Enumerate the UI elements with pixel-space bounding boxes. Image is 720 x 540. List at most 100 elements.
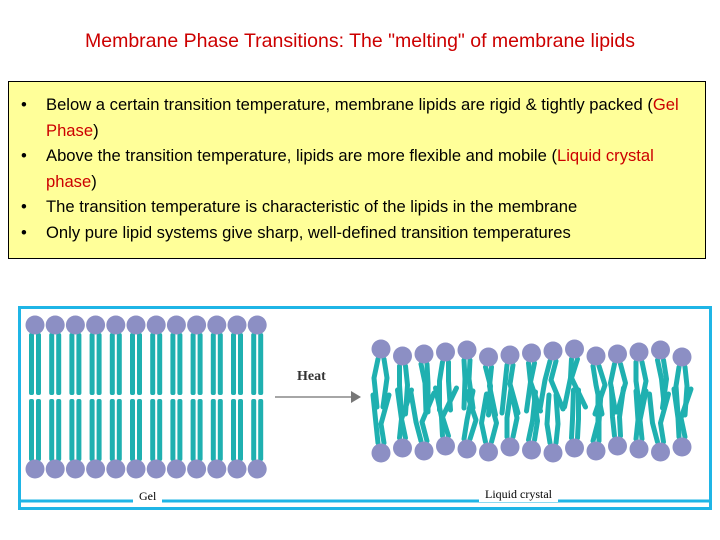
- gel-lipid: [227, 399, 247, 479]
- lipid-head: [565, 339, 584, 359]
- fluid-lipid: [671, 386, 694, 457]
- lipid-tail: [660, 357, 669, 411]
- lipid-head: [629, 439, 649, 459]
- lipid-tail: [197, 333, 203, 395]
- lipid-tail: [647, 391, 660, 445]
- fluid-lipid: [543, 392, 563, 463]
- fluid-lipid: [647, 391, 671, 462]
- fluid-lipid: [522, 343, 543, 414]
- lipid-tail: [671, 386, 682, 440]
- lipid-tail: [380, 356, 390, 410]
- gel-lipid: [207, 315, 227, 395]
- gel-lipid: [247, 399, 267, 479]
- gel-lipid: [25, 399, 45, 479]
- bullet-dot: •: [21, 197, 27, 216]
- lipid-head: [126, 315, 146, 335]
- lipid-head: [543, 341, 563, 361]
- lipid-tail: [569, 387, 576, 441]
- fluid-lipid: [629, 388, 649, 459]
- lipid-head: [651, 442, 670, 462]
- lipid-tail: [575, 387, 581, 441]
- liquid-crystal-phase-label: Liquid crystal: [479, 487, 558, 502]
- lipid-tail: [217, 333, 223, 395]
- lipid-tail: [76, 333, 82, 395]
- gel-lipid: [45, 399, 65, 479]
- lipid-tail: [137, 333, 142, 395]
- lipid-tail: [217, 399, 223, 461]
- lipid-tail: [544, 392, 553, 446]
- lipid-tail: [531, 389, 540, 443]
- lipid-tail: [29, 333, 34, 395]
- lipid-head: [166, 459, 186, 479]
- lipid-tail: [617, 385, 626, 439]
- bullet-item: •Only pure lipid systems give sharp, wel…: [21, 220, 697, 246]
- lipid-tail: [658, 391, 671, 445]
- lipid-tail: [637, 388, 649, 442]
- lipid-head: [207, 315, 227, 335]
- lipid-tail: [190, 399, 196, 461]
- bullet-item: •Above the transition temperature, lipid…: [21, 143, 697, 194]
- lipid-head: [457, 340, 477, 360]
- lipid-head: [207, 459, 227, 479]
- lipid-head: [166, 315, 186, 335]
- lipid-head: [500, 437, 520, 457]
- gel-lipid: [65, 315, 85, 395]
- lipid-tail: [678, 386, 694, 440]
- lipid-tail: [508, 386, 520, 440]
- lipid-tail: [399, 387, 414, 441]
- lipid-tail: [157, 333, 163, 395]
- lipid-tail: [553, 392, 561, 446]
- lipid-tail: [251, 333, 257, 395]
- bullet-box: • Below a certain transition temperature,…: [8, 81, 706, 259]
- liquid-crystal-bilayer: [370, 339, 694, 463]
- gel-phase-label: Gel: [133, 489, 163, 504]
- lipid-head: [436, 436, 455, 456]
- highlight-term: Gel Phase: [46, 95, 679, 140]
- gel-lipid: [207, 399, 227, 479]
- lipid-head: [371, 443, 391, 463]
- gel-lipid: [227, 315, 247, 395]
- lipid-head: [436, 342, 455, 362]
- fluid-lipid: [522, 389, 541, 460]
- fluid-lipid: [370, 392, 392, 463]
- gel-lipid: [146, 399, 166, 479]
- fluid-lipid: [608, 385, 627, 456]
- fluid-lipid: [408, 390, 437, 461]
- lipid-head: [371, 339, 391, 359]
- lipid-head: [247, 315, 267, 335]
- lipid-tail: [157, 399, 163, 461]
- lipid-tail: [609, 385, 617, 439]
- slide-title: Membrane Phase Transitions: The "melting…: [85, 30, 635, 52]
- lipid-tail: [190, 333, 196, 395]
- lipid-head: [146, 315, 166, 335]
- gel-lipid: [146, 315, 166, 395]
- lipid-tail: [210, 399, 216, 461]
- fluid-lipid: [393, 387, 414, 458]
- lipid-head: [479, 347, 498, 367]
- lipid-head: [227, 459, 247, 479]
- lipid-head: [586, 346, 606, 366]
- bullet-dot: •: [21, 95, 27, 114]
- lipid-head: [247, 459, 267, 479]
- lipid-tail: [238, 399, 243, 461]
- lipid-tail: [29, 399, 34, 461]
- fluid-lipid: [651, 340, 670, 411]
- lipid-head: [25, 459, 45, 479]
- lipid-head: [146, 459, 166, 479]
- gel-lipid: [166, 399, 186, 479]
- bullet-text: Below a certain transition temperature, …: [46, 95, 653, 114]
- lipid-tail: [89, 399, 95, 461]
- lipid-tail: [461, 357, 468, 411]
- lipid-tail: [504, 386, 514, 440]
- lipid-head: [393, 438, 412, 458]
- lipid-head: [187, 315, 207, 335]
- lipid-head: [522, 343, 541, 363]
- bullet-item: •The transition temperature is character…: [21, 194, 697, 220]
- lipid-tail: [56, 399, 62, 461]
- lipid-tail: [548, 358, 566, 412]
- lipid-tail: [69, 399, 75, 461]
- lipid-tail: [170, 333, 176, 395]
- lipid-tail: [596, 390, 604, 444]
- lipid-tail: [633, 388, 641, 442]
- lipid-head: [187, 459, 207, 479]
